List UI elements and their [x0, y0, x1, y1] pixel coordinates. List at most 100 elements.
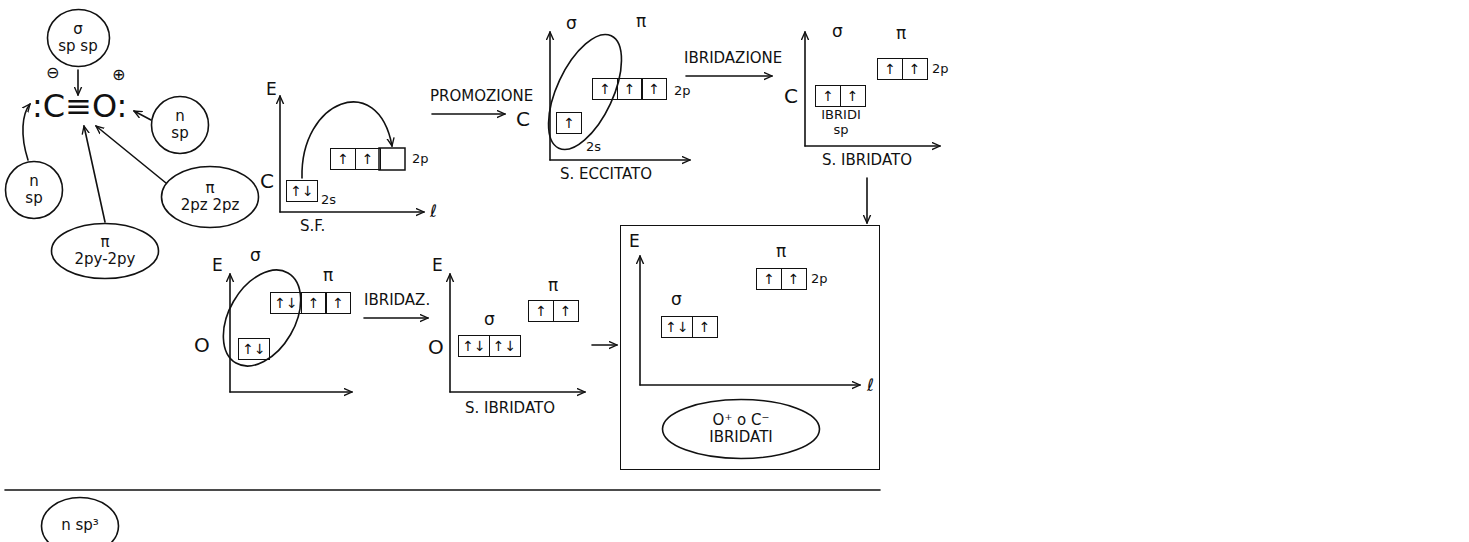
l-axis	[550, 159, 690, 161]
circle-outline	[42, 498, 119, 542]
promotion-arrow	[302, 102, 392, 178]
orbital-circle: nsp	[4, 160, 64, 220]
node-text: σ	[73, 21, 83, 38]
node-text: ↑	[560, 303, 572, 319]
node-text: ↑	[884, 61, 896, 77]
text-holder: π2py-2py	[50, 222, 160, 280]
orbital-box: ↑↓	[661, 316, 693, 338]
circle-outline	[162, 167, 259, 228]
orbital-box: ↑	[325, 292, 351, 314]
node-text: ↑	[648, 81, 660, 97]
element-symbol: C	[516, 108, 530, 131]
orbital-box: ↑	[592, 78, 618, 100]
node-text: ↑↓	[493, 338, 516, 354]
charge-symbol: ⊖	[46, 64, 59, 82]
node-text: ↑	[822, 88, 834, 104]
energy-axis	[549, 32, 551, 160]
step-arrow	[592, 344, 617, 346]
bond-type-label: π	[548, 276, 558, 296]
text-holder: ↑↓	[459, 336, 489, 356]
text-holder: ↑	[331, 149, 355, 169]
orbital-label: 2p	[932, 62, 949, 77]
text-holder: σsp sp	[46, 8, 111, 68]
orbital-box: ↑	[528, 300, 554, 322]
orbital-box: ↑	[301, 292, 327, 314]
node-text: sp	[171, 125, 188, 142]
orbital-box: ↑	[553, 300, 579, 322]
text-holder: ↑	[903, 59, 927, 79]
node-text: ↑	[337, 151, 349, 167]
state-label: S. IBRIDATO	[465, 400, 555, 417]
energy-axis	[279, 96, 281, 212]
text-holder: ↑↓	[662, 317, 692, 337]
process-label: IBRIDAZ.	[364, 292, 430, 309]
circle-outline	[152, 97, 209, 154]
energy-diagram-box: ↑↑↑↓↑O⁺ o C⁻IBRIDATIEσπ2pℓ	[620, 225, 880, 470]
node-text: ↑	[362, 151, 374, 167]
orbital-box: ↑	[815, 85, 841, 107]
l-axis	[280, 211, 424, 213]
node-text: ↑	[535, 303, 547, 319]
orbital-box: ↑	[641, 78, 667, 100]
orbital-box: ↑↓	[270, 292, 302, 314]
node-text: ↑↓	[242, 341, 265, 357]
l-axis	[640, 384, 860, 386]
node-text: ↑	[563, 115, 575, 131]
orbital-circle: nsp	[150, 95, 210, 155]
node-text: sp sp	[58, 38, 97, 55]
node-text: ↑	[699, 319, 711, 335]
leader-arrow	[84, 126, 105, 222]
node-text: 2py-2py	[74, 251, 135, 268]
l-axis	[805, 145, 940, 147]
axis-label: E	[266, 80, 277, 100]
node-text: O⁺ o C⁻	[713, 412, 770, 429]
l-axis	[230, 391, 352, 393]
text-holder: ↑	[529, 301, 553, 321]
orbital-circle: n sp³	[40, 496, 120, 542]
node-text: ↑	[909, 61, 921, 77]
l-axis	[450, 391, 585, 393]
node-text: ↑	[763, 271, 775, 287]
text-holder: ↑	[693, 317, 717, 337]
axis-label: E	[212, 256, 223, 276]
orbital-box: ↑↓	[489, 335, 521, 357]
text-holder: ↑	[557, 113, 581, 133]
text-holder: ↑↓	[271, 293, 301, 313]
text-holder: ↑↓	[490, 336, 520, 356]
node-text: ↑↓	[462, 338, 485, 354]
text-holder: ↑↓	[239, 339, 269, 359]
hybrid-ring	[207, 256, 316, 379]
node-text: n	[175, 108, 185, 125]
node-text: ↑	[332, 295, 344, 311]
node-text: ↑	[624, 81, 636, 97]
node-text: n	[29, 173, 39, 190]
energy-axis	[804, 32, 806, 146]
node-text: σ	[671, 290, 682, 310]
hybrid-ring	[533, 24, 636, 160]
node-text: ↑	[599, 81, 611, 97]
node-text: ℓ	[867, 376, 874, 396]
text-holder: ↑	[816, 86, 840, 106]
node-text: E	[629, 232, 640, 252]
text-holder: O⁺ o C⁻IBRIDATI	[661, 398, 821, 460]
orbital-box: ↑	[781, 268, 807, 290]
orbital-box: ↑	[556, 112, 582, 134]
orbital-box: ↑	[692, 316, 718, 338]
bond-type-label: σ	[832, 22, 843, 42]
text-holder: ↑	[593, 79, 617, 99]
bond-type-label: π	[896, 24, 906, 44]
process-label: PROMOZIONE	[430, 88, 533, 105]
text-holder: ↑	[302, 293, 326, 313]
node-text: sp	[25, 190, 42, 207]
step-arrow	[866, 178, 868, 223]
charge-symbol: ⊕	[112, 66, 125, 84]
text-holder: ↑	[618, 79, 642, 99]
orbital-box: ↑	[840, 85, 866, 107]
text-holder: ↑	[554, 301, 578, 321]
energy-axis	[449, 274, 451, 392]
text-holder: ↑	[878, 59, 902, 79]
orbital-circle: π2pz 2pz	[160, 165, 260, 229]
state-label: S. ECCITATO	[560, 166, 652, 183]
orbital-circle: π2py-2py	[50, 222, 160, 280]
